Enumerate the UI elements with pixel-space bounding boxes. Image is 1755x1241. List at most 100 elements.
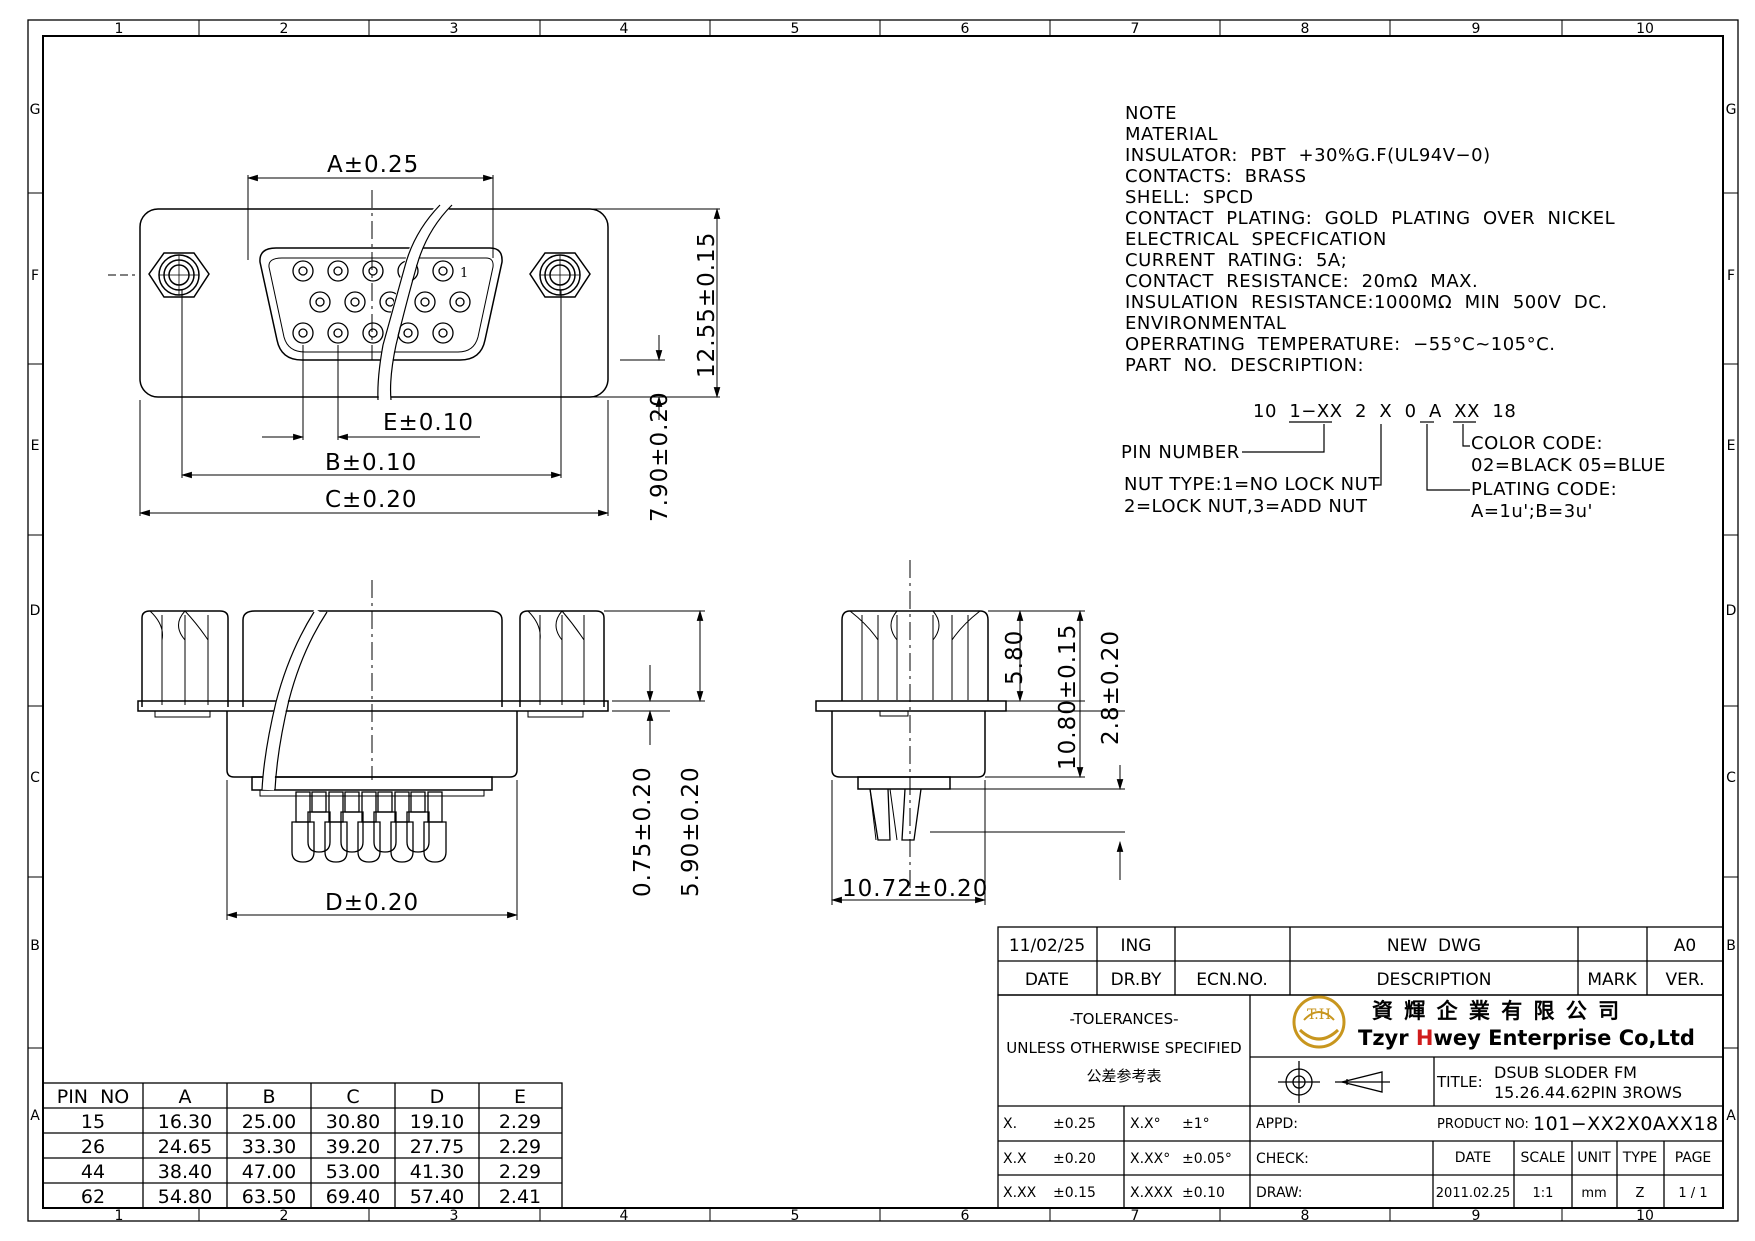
tol-cell: X.XX <box>1003 1185 1037 1201</box>
sheet-border <box>27 19 1739 1222</box>
zone-col-8-bottom: 8 <box>1301 1208 1310 1224</box>
right-hex-nut <box>529 252 591 298</box>
appd-label: APPD: <box>1256 1116 1298 1132</box>
tol-cell: ±0.20 <box>1053 1151 1096 1167</box>
zone-row-E: E <box>31 438 40 454</box>
flange-outline <box>139 208 609 398</box>
dim-table-cell: 16.30 <box>158 1111 212 1133</box>
note-line: CURRENT RATING: 5A; <box>1125 250 1348 271</box>
product-no: 101−XX2X0AXX18 <box>1533 1113 1719 1135</box>
dim-table-cell: 24.65 <box>158 1136 212 1158</box>
zone-col-3-bottom: 3 <box>450 1208 459 1224</box>
dim-table-cell: 25.00 <box>242 1111 296 1133</box>
zone-col-4: 4 <box>620 21 629 37</box>
dim-table-cell: 47.00 <box>242 1161 296 1183</box>
note-line: SHELL: SPCD <box>1125 187 1254 208</box>
tol-cell: ±0.25 <box>1053 1116 1096 1132</box>
zone-row-D-right: D <box>1726 603 1737 619</box>
pin1-label: 1 <box>460 266 469 281</box>
dim-table-cell: 62 <box>81 1186 105 1208</box>
top-view-dim-labels: A±0.25 E±0.10 B±0.10 C±0.20 12.55±0.15 7… <box>325 152 720 522</box>
dim-table-cell: 19.10 <box>410 1111 464 1133</box>
dim-b-label: B±0.10 <box>325 450 417 476</box>
dim-table-cell: 30.80 <box>326 1111 380 1133</box>
part-code: 10 1−XX 2 X 0 A XX 18 <box>1253 401 1516 422</box>
dim-v2-label: 5.90±0.20 <box>678 766 704 897</box>
zone-col-4-bottom: 4 <box>620 1208 629 1224</box>
zone-row-G: G <box>30 102 41 118</box>
dim-depth-label: 10.72±0.20 <box>842 876 988 902</box>
zone-row-A: A <box>30 1108 40 1124</box>
dim-c-label: C±0.20 <box>325 487 418 513</box>
dim-table-grid <box>42 1082 563 1209</box>
zone-row-F-right: F <box>1727 268 1735 284</box>
rev-drawn-by: ING <box>1121 936 1152 956</box>
end-flange <box>815 700 1007 712</box>
zone-row-C: C <box>30 770 40 786</box>
logo-text: T.H <box>1307 1007 1331 1023</box>
tb-unit: mm <box>1581 1186 1606 1201</box>
zone-col-6-bottom: 6 <box>961 1208 970 1224</box>
end-view-dimensions <box>830 609 1125 905</box>
note-line: ELECTRICAL SPECFICATION <box>1125 229 1387 250</box>
zone-col-7-bottom: 7 <box>1131 1208 1140 1224</box>
dim-table-header: B <box>262 1086 275 1108</box>
dim-a-label: A±0.25 <box>327 152 419 178</box>
title-text: DSUB SLODER FM 15.26.44.62PIN 3ROWS 101−… <box>1494 1063 1719 1135</box>
dim-table-cell: 15 <box>81 1111 105 1133</box>
zone-col-1-bottom: 1 <box>115 1208 124 1224</box>
zone-row-A-right: A <box>1726 1108 1736 1124</box>
zone-col-3: 3 <box>450 21 459 37</box>
zone-col-5-bottom: 5 <box>791 1208 800 1224</box>
zone-row-E-right: E <box>1727 438 1736 454</box>
dim-table-header: C <box>346 1086 359 1108</box>
zone-col-2: 2 <box>280 21 289 37</box>
tb-type: Z <box>1636 1186 1645 1201</box>
note-line: CONTACT RESISTANCE: 20mΩ MAX. <box>1125 271 1479 292</box>
dim-table-cell: 2.29 <box>499 1161 541 1183</box>
zone-col-10: 10 <box>1636 21 1654 37</box>
zone-col-9: 9 <box>1472 21 1481 37</box>
zone-col-10-bottom: 10 <box>1636 1208 1654 1224</box>
color-code-label: COLOR CODE: <box>1471 433 1603 454</box>
nut-type-1: NUT TYPE:1=NO LOCK NUT <box>1124 474 1380 495</box>
company-logo: T.H <box>1292 995 1346 1049</box>
dim-h2-label: 7.90±0.20 <box>647 391 673 522</box>
shell-d-outline <box>259 247 503 361</box>
front-view <box>137 580 609 863</box>
dim-table-cell: 41.30 <box>410 1161 464 1183</box>
dim-table-cell: 54.80 <box>158 1186 212 1208</box>
dim-table-cell: 53.00 <box>326 1161 380 1183</box>
dim-table-cell: 57.40 <box>410 1186 464 1208</box>
dim-table-header: D <box>430 1086 445 1108</box>
note-line: PART NO. DESCRIPTION: <box>1125 355 1365 376</box>
check-label: CHECK: <box>1256 1151 1309 1167</box>
dim-e-label: E±0.10 <box>383 410 474 436</box>
dim-s1-label: 5.80 <box>1002 630 1028 685</box>
rev-header-drby: DR.BY <box>1111 970 1162 990</box>
zone-col-1: 1 <box>115 21 124 37</box>
color-values: 02=BLACK 05=BLUE <box>1471 455 1666 476</box>
contacts <box>292 260 471 344</box>
dim-table-cell: 44 <box>81 1161 105 1183</box>
tol-cell: X. <box>1003 1116 1017 1132</box>
dim-table-cell: 2.29 <box>499 1136 541 1158</box>
product-no-label: PRODUCT NO: <box>1437 1117 1529 1132</box>
note-line: CONTACT PLATING: GOLD PLATING OVER NICKE… <box>1125 208 1616 229</box>
tb-header-unit: UNIT <box>1577 1150 1611 1166</box>
top-view-dimensions <box>138 174 721 517</box>
dim-table-cell: 27.75 <box>410 1136 464 1158</box>
company-name-en-h: H <box>1416 1026 1434 1050</box>
dim-table-header: E <box>514 1086 526 1108</box>
drawing-title-2: 15.26.44.62PIN 3ROWS <box>1494 1083 1682 1102</box>
dim-s3-label: 2.8±0.20 <box>1098 630 1124 745</box>
dim-table-cell: 63.50 <box>242 1186 296 1208</box>
revision-block: 11/02/25 ING NEW DWG A0 DATE DR.BY ECN.N… <box>1009 936 1705 990</box>
part-code-diagram: 10 1−XX 2 X 0 A XX 18 PIN NUMBER NUT TYP… <box>1121 401 1666 522</box>
zone-col-9-bottom: 9 <box>1472 1208 1481 1224</box>
rev-date: 11/02/25 <box>1009 936 1085 956</box>
plating-values: A=1u';B=3u' <box>1471 501 1593 522</box>
end-shell <box>831 711 986 778</box>
note-line: ENVIRONMENTAL <box>1125 313 1287 334</box>
